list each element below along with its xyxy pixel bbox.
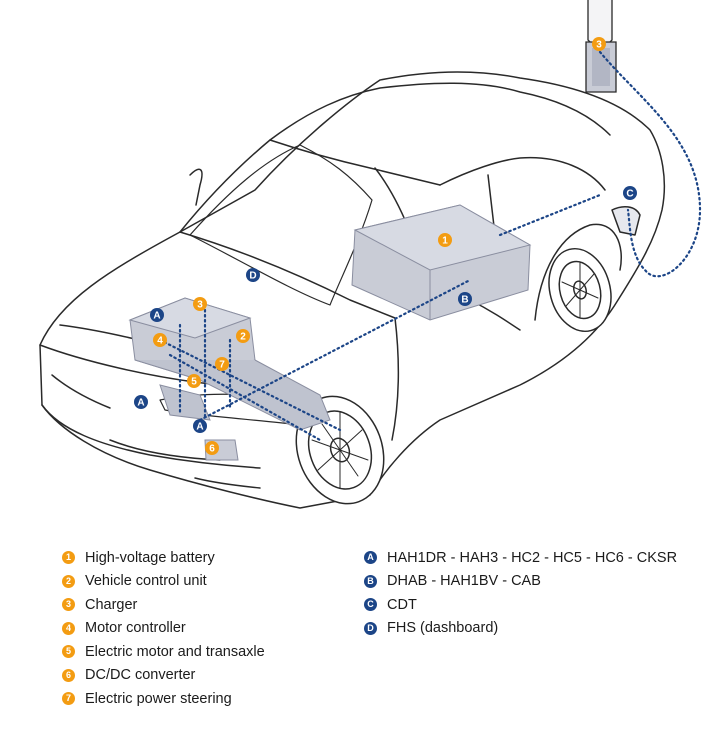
svg-text:3: 3 xyxy=(596,40,602,51)
legend-label: CDT xyxy=(387,596,417,613)
charging-station xyxy=(585,0,617,93)
legend-label: HAH1DR - HAH3 - HC2 - HC5 - HC6 - CKSR xyxy=(387,549,678,566)
svg-text:3: 3 xyxy=(197,300,203,311)
marker-vcu: 2 xyxy=(236,329,250,343)
number-badge-icon: 1 xyxy=(62,551,75,565)
legend-label: FHS (dashboard) xyxy=(387,620,499,637)
car-body xyxy=(39,71,666,509)
electric-car-diagram: 1 2 3 3 4 5 6 7 A A A B C D xyxy=(39,0,702,509)
svg-text:B: B xyxy=(461,295,468,306)
number-badge-icon: 6 xyxy=(62,668,75,682)
marker-a-top: A xyxy=(150,308,164,322)
number-badge-icon: 5 xyxy=(62,645,75,659)
svg-text:7: 7 xyxy=(219,360,225,371)
legend-item: B DHAB - HAH1BV - CAB xyxy=(364,570,677,594)
legend-label: DC/DC converter xyxy=(85,667,196,684)
svg-text:5: 5 xyxy=(191,377,197,388)
svg-text:1: 1 xyxy=(442,236,448,247)
legend-label: Motor controller xyxy=(85,620,186,637)
svg-text:2: 2 xyxy=(240,332,246,343)
svg-text:A: A xyxy=(153,311,160,322)
marker-d: D xyxy=(246,268,260,282)
legend-item: C CDT xyxy=(364,593,677,617)
legend-item: 5 Electric motor and transaxle xyxy=(62,640,265,664)
legend-item: 3 Charger xyxy=(62,593,265,617)
marker-c: C xyxy=(623,186,637,200)
legend-label: High-voltage battery xyxy=(85,549,215,566)
marker-dcdc: 6 xyxy=(205,441,219,455)
marker-motor-controller: 4 xyxy=(153,333,167,347)
number-badge-icon: 3 xyxy=(62,598,75,612)
legend-label: Electric power steering xyxy=(85,690,232,707)
svg-text:C: C xyxy=(626,189,633,200)
svg-text:A: A xyxy=(137,398,144,409)
svg-text:D: D xyxy=(249,271,256,282)
legend-item: D FHS (dashboard) xyxy=(364,617,677,641)
marker-eps: 7 xyxy=(215,357,229,371)
marker-b: B xyxy=(458,292,472,306)
legend-label: Vehicle control unit xyxy=(85,573,207,590)
legend-item: 1 High-voltage battery xyxy=(62,546,265,570)
harness-lines xyxy=(158,50,702,442)
marker-a-bottom: A xyxy=(193,419,207,433)
legend-label: DHAB - HAH1BV - CAB xyxy=(387,573,541,590)
svg-text:6: 6 xyxy=(209,444,215,455)
svg-text:4: 4 xyxy=(157,336,163,347)
component-legend: 1 High-voltage battery 2 Vehicle control u… xyxy=(62,546,265,711)
legend-label: Charger xyxy=(85,596,138,613)
marker-battery: 1 xyxy=(438,233,452,247)
legend-item: 2 Vehicle control unit xyxy=(62,570,265,594)
number-badge-icon: 2 xyxy=(62,574,75,588)
letter-badge-icon: B xyxy=(364,574,377,588)
marker-motor-transaxle: 5 xyxy=(187,374,201,388)
marker-a-left: A xyxy=(134,395,148,409)
number-badge-icon: 4 xyxy=(62,621,75,635)
svg-text:A: A xyxy=(196,422,203,433)
legend-item: A HAH1DR - HAH3 - HC2 - HC5 - HC6 - CKSR xyxy=(364,546,677,570)
legend-item: 6 DC/DC converter xyxy=(62,664,265,688)
legend-item: 7 Electric power steering xyxy=(62,687,265,711)
letter-badge-icon: C xyxy=(364,598,377,612)
marker-charger-car: 3 xyxy=(193,297,207,311)
letter-badge-icon: D xyxy=(364,621,377,635)
letter-badge-icon: A xyxy=(364,551,377,565)
marker-charger-station: 3 xyxy=(592,37,606,51)
number-badge-icon: 7 xyxy=(62,692,75,706)
legend-item: 4 Motor controller xyxy=(62,617,265,641)
legend-label: Electric motor and transaxle xyxy=(85,643,265,660)
